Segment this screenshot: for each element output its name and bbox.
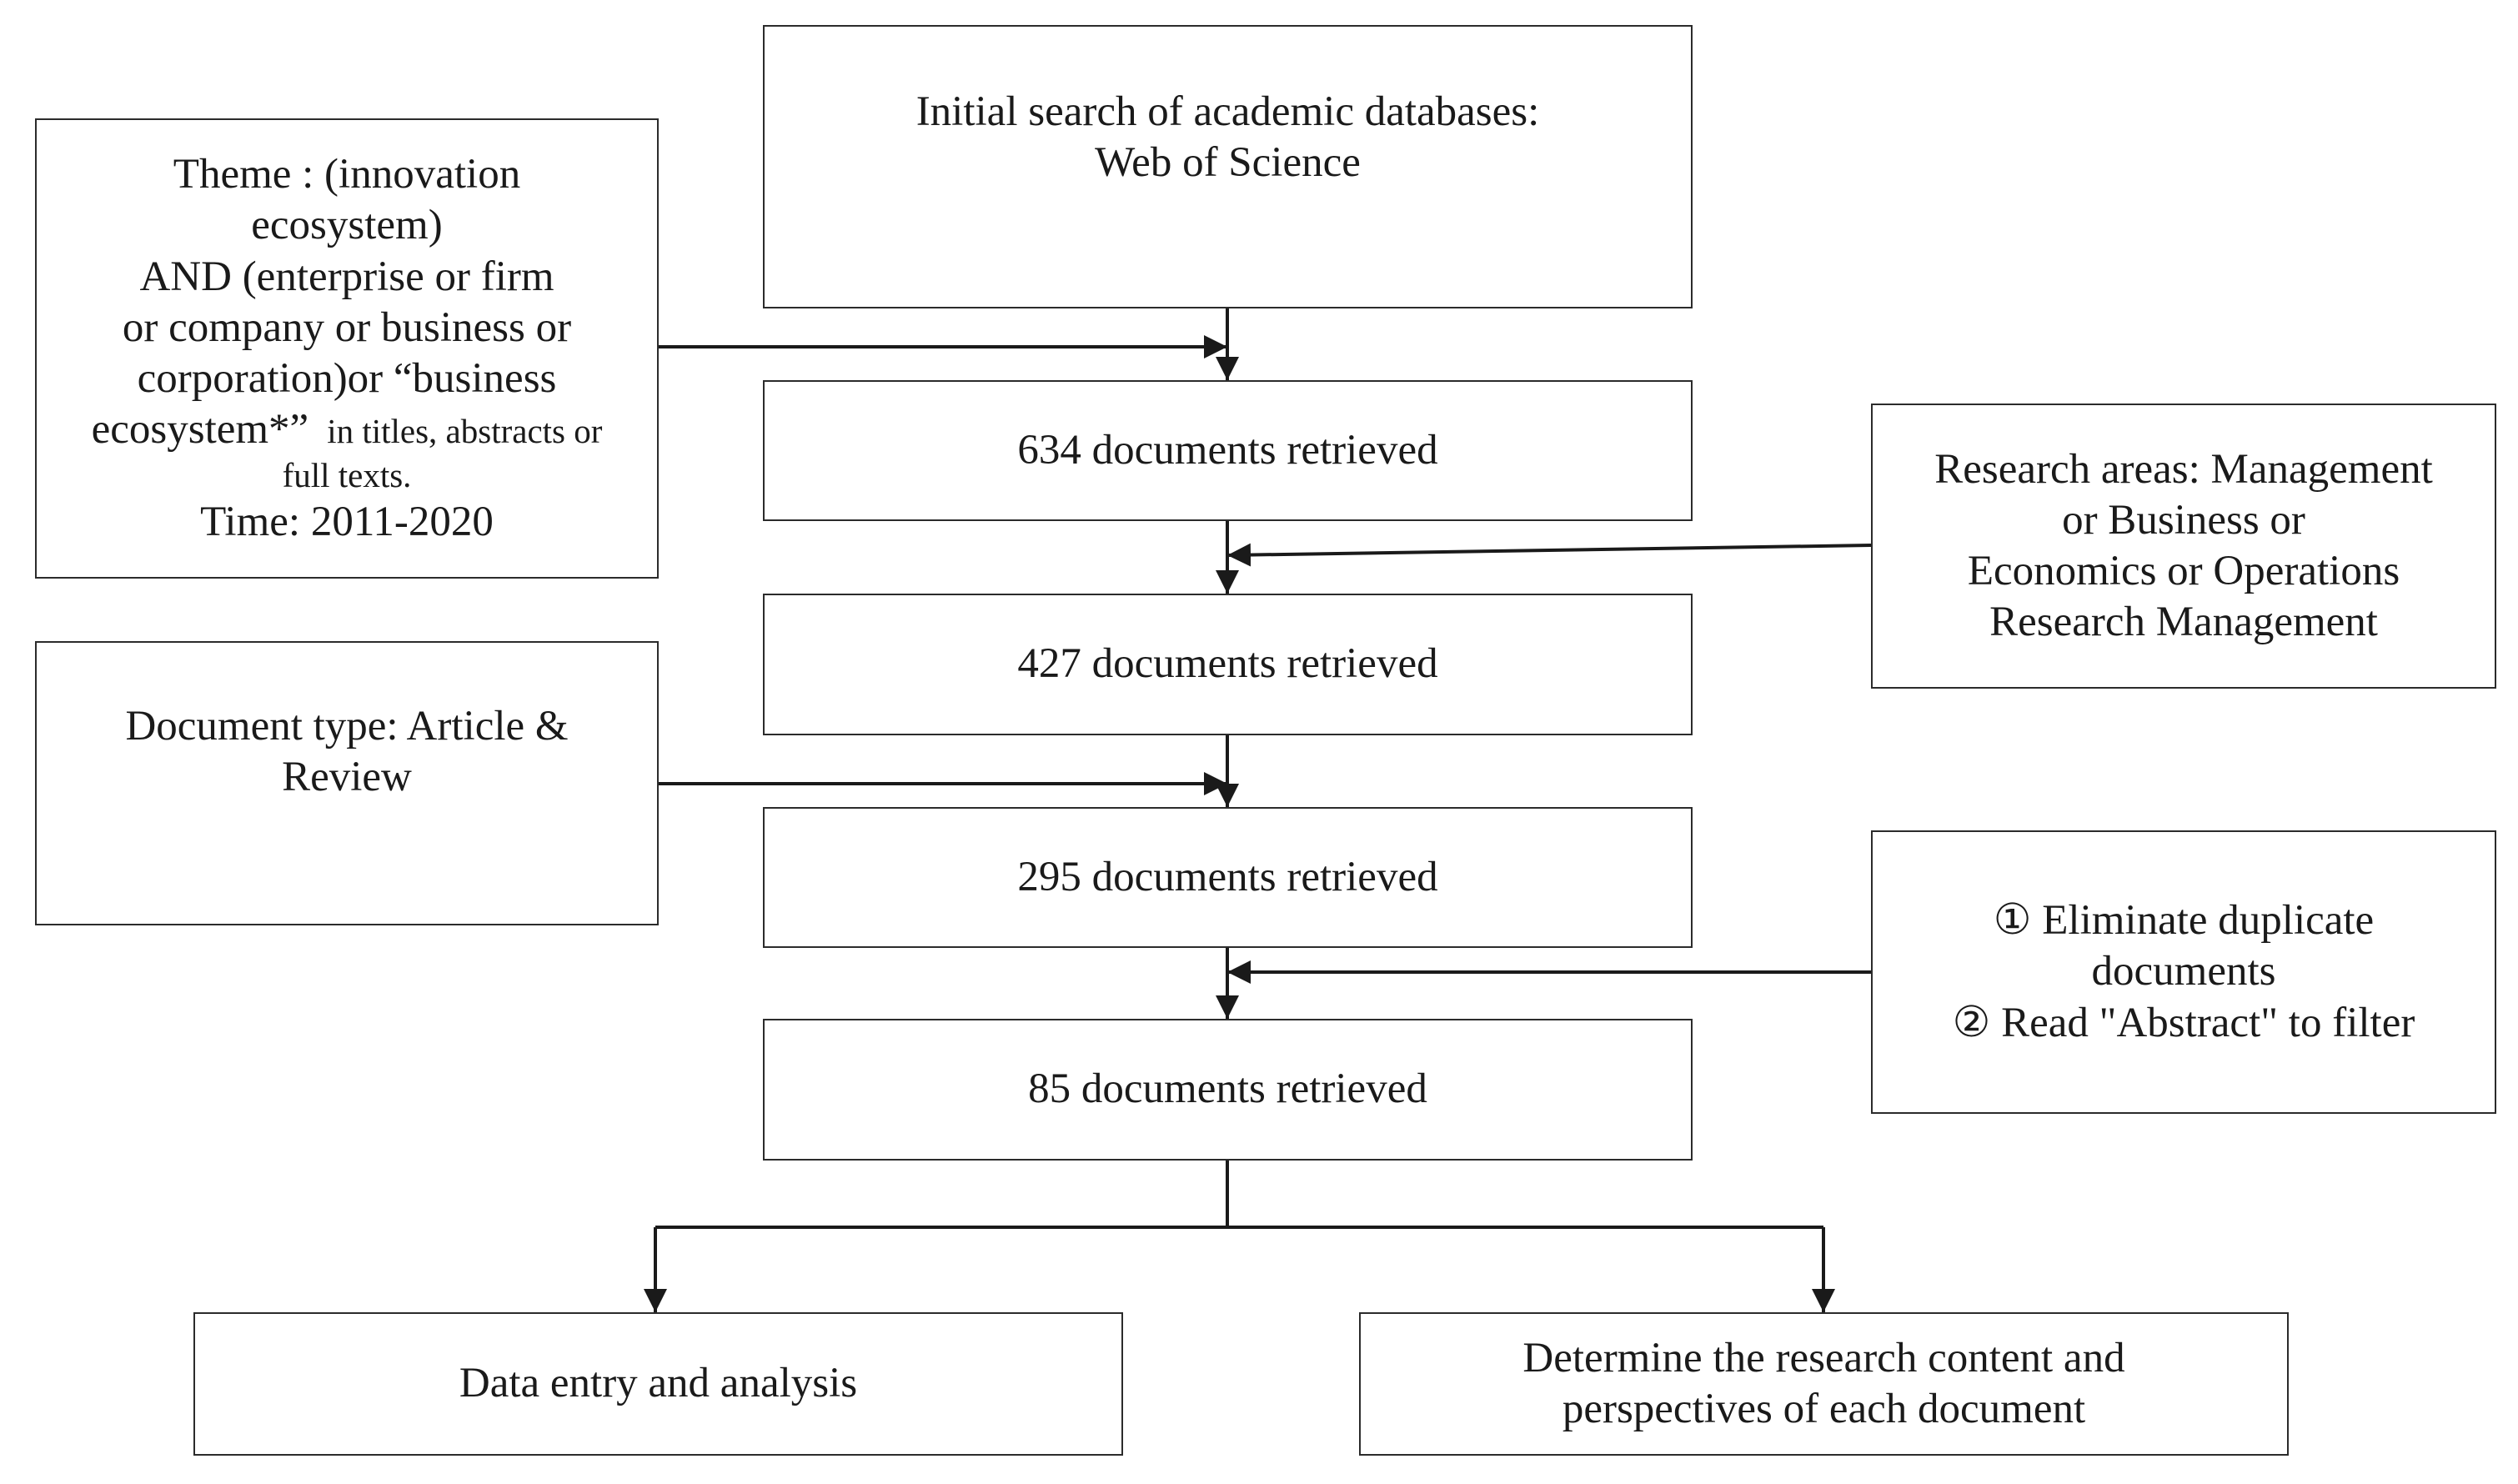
step-634-label: 634 documents retrieved: [1017, 426, 1438, 474]
research-content-line-2: perspectives of each document: [1562, 1386, 2086, 1432]
filter-line-1: ① Eliminate duplicate: [1993, 897, 2375, 945]
document-type-line-1: Document type: Article &: [125, 702, 569, 750]
document-type-box: Document type: Article & Review: [35, 641, 659, 925]
research-areas-line-2: or Business or: [2062, 496, 2305, 544]
theme-line-5: corporation)or “business: [137, 355, 557, 402]
research-areas-line-1: Research areas: Management: [1934, 445, 2433, 493]
step-85-box: 85 documents retrieved: [763, 1019, 1693, 1161]
theme-line-8: Time: 2011-2020: [200, 498, 494, 545]
initial-search-box: Initial search of academic databases: We…: [763, 25, 1693, 308]
step-295-box: 295 documents retrieved: [763, 807, 1693, 948]
step-85-label: 85 documents retrieved: [1028, 1065, 1427, 1113]
data-entry-label: Data entry and analysis: [459, 1360, 858, 1407]
research-areas-line-4: Research Management: [1989, 599, 2378, 646]
theme-line-2: ecosystem): [251, 202, 443, 249]
theme-line-6a: ecosystem*”: [91, 406, 309, 454]
filter-line-3: ② Read "Abstract" to filter: [1952, 999, 2415, 1046]
data-entry-box: Data entry and analysis: [193, 1312, 1123, 1456]
theme-line-6: ecosystem*” in titles, abstracts or: [92, 404, 603, 455]
research-content-line-1: Determine the research content and: [1522, 1334, 2125, 1381]
theme-line-4: or company or business or: [122, 303, 572, 351]
initial-search-line-1: Initial search of academic databases:: [915, 88, 1540, 135]
theme-line-1: Theme : (innovation: [173, 151, 521, 198]
research-areas-line-3: Economics or Operations: [1967, 548, 2400, 594]
theme-line-7: full texts.: [282, 456, 412, 495]
theme-line-3: AND (enterprise or firm: [139, 253, 554, 300]
step-295-label: 295 documents retrieved: [1017, 853, 1438, 900]
document-type-line-2: Review: [282, 754, 412, 800]
step-634-box: 634 documents retrieved: [763, 380, 1693, 521]
filter-line-2: documents: [2091, 948, 2276, 995]
theme-line-6b: in titles, abstracts or: [327, 412, 603, 451]
initial-search-line-2: Web of Science: [1095, 139, 1361, 186]
step-427-box: 427 documents retrieved: [763, 594, 1693, 735]
arrow-research-areas-to-flow: [1226, 543, 1872, 567]
theme-criteria-box: Theme : (innovation ecosystem) AND (ente…: [35, 118, 659, 579]
research-areas-box: Research areas: Management or Business o…: [1871, 404, 2496, 689]
step-427-label: 427 documents retrieved: [1017, 640, 1438, 688]
research-content-box: Determine the research content and persp…: [1359, 1312, 2289, 1456]
filter-steps-box: ① Eliminate duplicate documents ② Read "…: [1871, 830, 2496, 1114]
